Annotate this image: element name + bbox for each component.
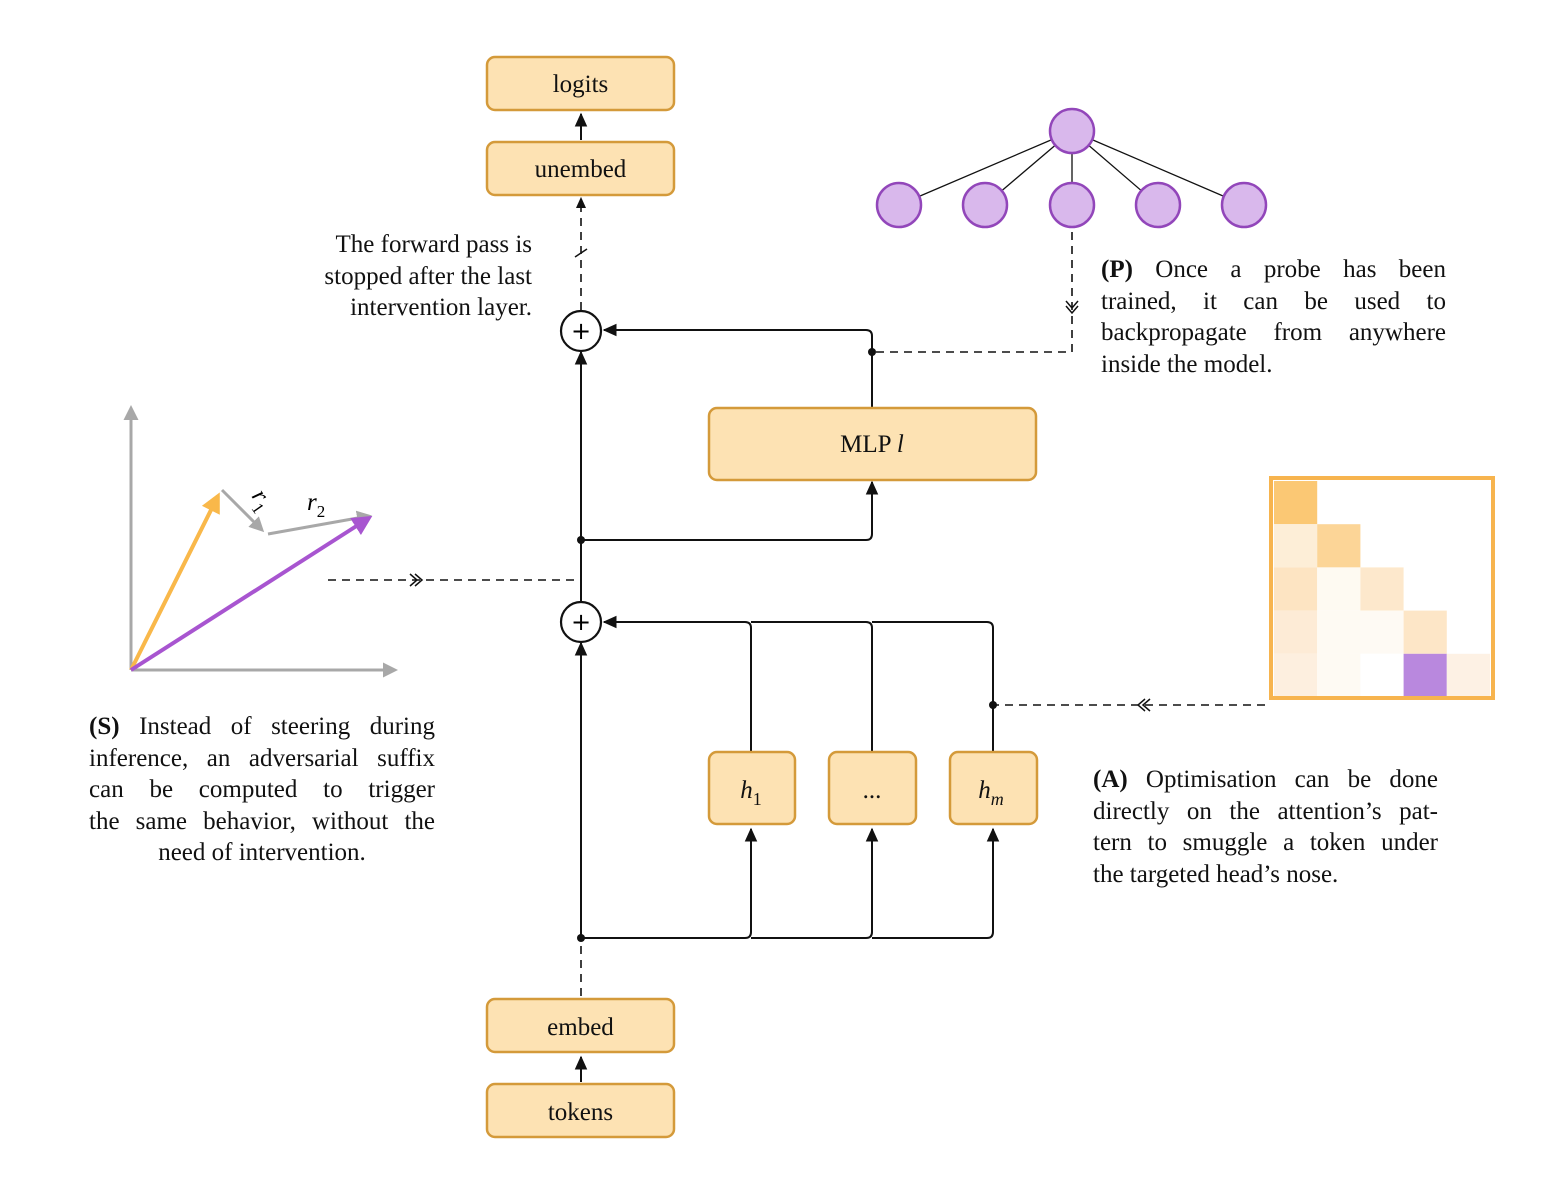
- logits-label: logits: [553, 71, 609, 98]
- attention-cell: [1403, 610, 1447, 654]
- probe-line: backpropagate from anywhere: [1101, 319, 1446, 346]
- attention-cell: [1317, 524, 1361, 568]
- attention-pattern: [1274, 481, 1490, 697]
- steering-vector-plot: r1 r2: [123, 405, 398, 678]
- attention-line: the targeted head’s nose.: [1093, 860, 1339, 888]
- mlp-junction-dot: [577, 536, 585, 544]
- head-ellipsis-box: ...: [827, 750, 918, 826]
- unembed-box: unembed: [485, 140, 676, 197]
- sum-symbol-lower: +: [571, 608, 591, 636]
- steered-vector-arrow: [129, 515, 373, 672]
- attention-cell: [1317, 653, 1361, 697]
- embed-box: embed: [485, 997, 676, 1054]
- attention-branches: [581, 615, 1000, 939]
- forward-pass-line: stopped after the last: [324, 262, 532, 290]
- mlp-branch: [581, 323, 879, 541]
- probe-node: [875, 181, 923, 229]
- probe-node: [1134, 181, 1182, 229]
- head-ellipsis-label: ...: [863, 777, 882, 804]
- attention-line: directly on the attention’s pat-: [1093, 797, 1438, 825]
- steering-tag: (S): [89, 713, 120, 740]
- stop-tick: [574, 248, 588, 258]
- attention-cell: [1317, 610, 1361, 654]
- attention-cell: [1274, 524, 1318, 568]
- forward-pass-note: The forward pass is stopped after the la…: [240, 229, 532, 324]
- head-1-box: h1: [707, 750, 797, 826]
- attention-cell: [1274, 481, 1318, 525]
- probe-double-arrow: [1065, 300, 1079, 315]
- mlp-label: MLP l: [840, 431, 904, 458]
- unembed-label: unembed: [535, 156, 627, 183]
- head-m-box: hm: [948, 750, 1039, 826]
- attention-line: tern to smuggle a token under: [1093, 829, 1438, 856]
- steering-note: (S) Instead of steering during inference…: [89, 711, 435, 869]
- embed-junction-dot: [577, 934, 585, 942]
- probe-tree: [875, 107, 1268, 229]
- attention-cell: [1274, 567, 1318, 611]
- attention-pattern-frame: [1269, 476, 1495, 700]
- steering-line: inference, an adversarial suffix: [89, 744, 435, 772]
- attention-note: (A) Optimisation can be done directly on…: [1093, 764, 1438, 890]
- probe-node: [1220, 181, 1268, 229]
- attention-cell: [1360, 567, 1404, 611]
- forward-pass-line: intervention layer.: [350, 294, 532, 321]
- probe-note: (P) Once a probe has been trained, it ca…: [1101, 254, 1446, 380]
- intervention-lines: [328, 232, 1265, 712]
- attention-cell: [1360, 610, 1404, 654]
- tokens-box: tokens: [485, 1082, 676, 1139]
- attention-line: (A) Optimisation can be done: [1093, 766, 1438, 793]
- forward-pass-line: The forward pass is: [335, 231, 532, 258]
- embed-label: embed: [547, 1014, 614, 1041]
- junction-dots: [577, 348, 997, 942]
- tokens-label: tokens: [548, 1099, 613, 1126]
- probe-line: inside the model.: [1101, 350, 1273, 378]
- probe-node: [1048, 181, 1096, 229]
- probe-junction-dot: [868, 348, 876, 356]
- attention-cell: [1360, 653, 1404, 697]
- attention-junction-dot: [989, 701, 997, 709]
- attention-cell: [1274, 610, 1318, 654]
- attention-tag: (A): [1093, 766, 1128, 793]
- attention-double-arrow: [1136, 698, 1151, 712]
- probe-root-node: [1048, 107, 1096, 155]
- steering-line: (S) Instead of steering during: [89, 713, 435, 740]
- probe-line: (P) Once a probe has been: [1101, 256, 1446, 283]
- sum-node-lower: +: [559, 600, 603, 644]
- steering-line: the same behavior, without the: [89, 807, 435, 835]
- steer-double-arrow: [409, 573, 424, 587]
- original-vector-arrow: [129, 492, 220, 671]
- attention-cell: [1317, 567, 1361, 611]
- r2-label: r2: [307, 489, 325, 521]
- probe-tag: (P): [1101, 256, 1133, 283]
- r1-label: r1: [242, 484, 279, 517]
- attention-cell: [1446, 653, 1490, 697]
- steering-line: need of intervention.: [158, 839, 366, 866]
- residual-stream: [574, 112, 588, 1082]
- logits-box: logits: [485, 55, 676, 112]
- attention-cell: [1274, 653, 1318, 697]
- probe-node: [961, 181, 1009, 229]
- sum-symbol-upper: +: [571, 317, 591, 345]
- probe-line: trained, it can be used to: [1101, 287, 1446, 315]
- steering-line: can be computed to trigger: [89, 776, 435, 803]
- sum-node-upper: +: [559, 309, 603, 353]
- head-m-label: hm: [978, 777, 1004, 809]
- attention-cell: [1403, 653, 1447, 697]
- mlp-box: MLP l: [707, 406, 1038, 482]
- head-1-label: h1: [740, 777, 762, 809]
- r1-vector-arrow: [220, 488, 265, 533]
